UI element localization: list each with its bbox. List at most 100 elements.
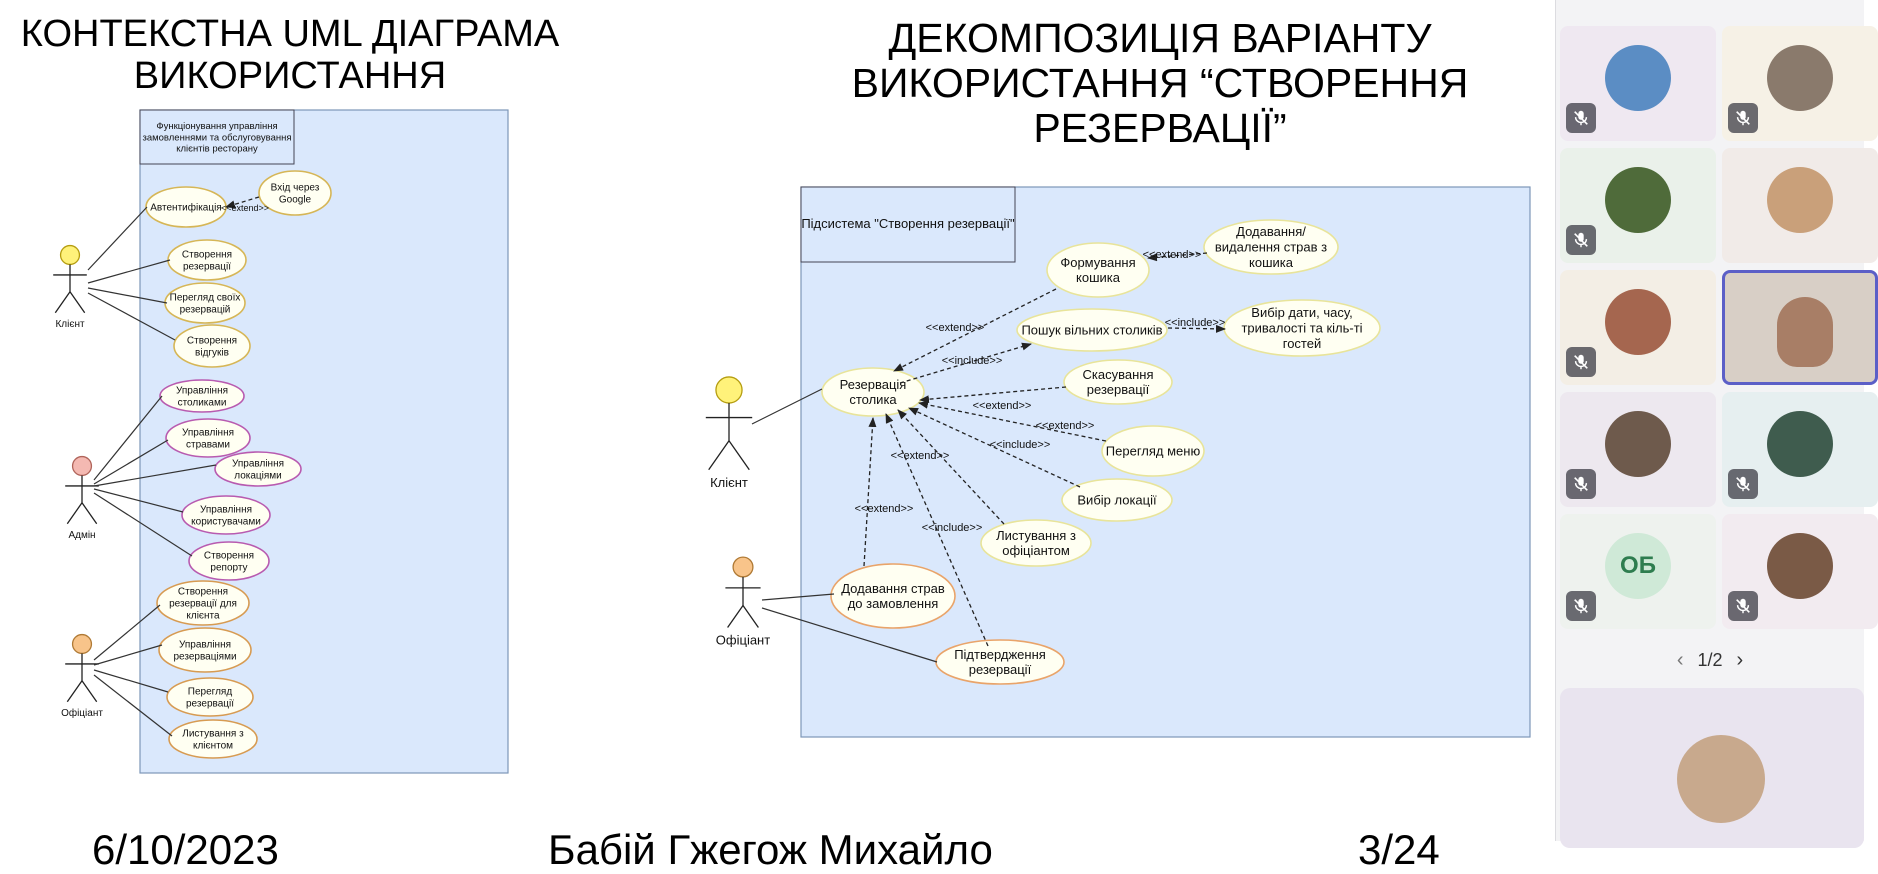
stereotype-label: <<extend>>: [926, 322, 985, 334]
uc-msg-client-text: Листування з: [182, 729, 244, 740]
uc-menu-text: Перегляд меню: [1106, 444, 1201, 459]
uc-users-text: Управління: [200, 505, 252, 516]
participants-panel: ОБ ‹ 1/2 ›: [1555, 0, 1878, 848]
uc-tables-text: Управління: [176, 386, 228, 397]
dependency-arrow: [1147, 252, 1208, 262]
uc-auth-text: Автентифікація: [150, 202, 221, 214]
uc-chat-text: офіціантом: [1002, 543, 1070, 558]
actor-waiter-right: Офіціант: [716, 556, 770, 648]
next-page-button[interactable]: ›: [1736, 648, 1744, 671]
stereotype-label: <<include>>: [922, 522, 983, 534]
uc-create-rev-text: відгуків: [195, 347, 229, 358]
stereotype-label: <<extend>>: [973, 400, 1032, 412]
uc-confirm-text: Підтвердження: [954, 647, 1046, 662]
uc-create-res-text: резервації: [183, 261, 231, 272]
uc-choose-dt-text: Вибір дати, часу,: [1251, 305, 1352, 320]
uc-tables-text: столиками: [178, 397, 227, 408]
uc-locations-text: Управління: [232, 459, 284, 470]
uc-choose-dt: Вибір дати, часу,тривалості та кіль-тіго…: [1223, 299, 1381, 357]
dependency-arrow: [897, 409, 1005, 525]
left-system-title-text: Функціонування управління: [156, 121, 277, 132]
participant-tile[interactable]: [1722, 270, 1878, 385]
participant-tile[interactable]: [1560, 270, 1716, 385]
uc-chat-text: Листування з: [996, 528, 1076, 543]
participant-avatar: [1605, 288, 1671, 355]
uc-booking-text: Резервація: [840, 377, 907, 392]
association-line: [751, 388, 823, 425]
dependency-arrow: [908, 407, 1081, 488]
participant-avatar: [1767, 410, 1833, 477]
participant-tile[interactable]: [1560, 392, 1716, 507]
uc-add-order-text: до замовлення: [848, 596, 939, 611]
uc-msg-client-text: клієнтом: [193, 740, 233, 751]
association-line: [93, 488, 184, 513]
association-line: [87, 206, 148, 271]
dependency-arrow: [863, 417, 877, 567]
actor-waiter-right-label: Офіціант: [716, 633, 770, 648]
uc-view-res2-text: Перегляд: [188, 687, 233, 698]
footer-date: 6/10/2023: [92, 826, 279, 873]
association-line: [93, 492, 193, 557]
right-system-title: Підсистема "Створення резервації": [800, 186, 1016, 263]
participant-avatar: [1605, 410, 1671, 477]
association-line: [87, 292, 176, 341]
uc-google-text: Вхід через: [271, 183, 320, 194]
uc-view-res2-text: резервації: [186, 698, 234, 709]
association-line: [93, 644, 163, 666]
participant-tile[interactable]: [1560, 26, 1716, 141]
participant-avatar: [1605, 44, 1671, 111]
participant-tile[interactable]: [1722, 148, 1878, 263]
actor-client-right: Клієнт: [705, 376, 753, 490]
actor-admin-left-label: Адмін: [68, 530, 95, 541]
left-system-title-text: клієнтів ресторану: [176, 144, 258, 155]
mic-muted-icon: [1566, 469, 1596, 499]
uc-menu: Перегляд меню: [1101, 425, 1205, 477]
page-indicator: 1/2: [1697, 649, 1723, 670]
uc-add-dish-text: кошика: [1249, 255, 1294, 270]
actor-client-left: Клієнт: [53, 244, 87, 330]
actor-waiter-left: Офіціант: [61, 633, 103, 719]
left-system-title-text: замовленнями та обслуговування: [142, 132, 291, 143]
uc-cart-text: Формування: [1060, 255, 1135, 270]
uc-search-text: Пошук вільних столиків: [1021, 323, 1162, 338]
uc-booking-text: столика: [849, 392, 897, 407]
uc-choose-dt-text: тривалості та кіль-ті: [1241, 321, 1362, 336]
uc-users-text: користувачами: [191, 516, 261, 527]
mic-muted-icon: [1566, 347, 1596, 377]
uc-cancel-text: резервації: [1087, 382, 1150, 397]
association-line: [761, 593, 835, 601]
mic-muted-icon: [1728, 469, 1758, 499]
participant-tile[interactable]: [1560, 148, 1716, 263]
mic-muted-icon: [1728, 103, 1758, 133]
uc-manage-res-text: Управління: [179, 640, 231, 651]
dependency-arrow: [918, 400, 1107, 442]
uc-res-for-client-text: резервації для: [169, 599, 237, 610]
self-video-tile[interactable]: [1560, 688, 1864, 848]
stereotype-label: <<include>>: [942, 355, 1003, 367]
uc-view-res-text: резервацій: [180, 304, 231, 315]
right-system-boundary: [800, 186, 1531, 738]
participant-tile[interactable]: [1722, 392, 1878, 507]
prev-page-button[interactable]: ‹: [1676, 648, 1684, 671]
participant-tile[interactable]: [1722, 514, 1878, 629]
uc-res-for-client-text: Створення: [178, 587, 228, 598]
participant-tile[interactable]: [1722, 26, 1878, 141]
mic-muted-icon: [1566, 225, 1596, 255]
uc-add-order-text: Додавання страв: [841, 581, 945, 596]
uc-manage-res-text: резерваціями: [173, 651, 236, 662]
dependency-arrow: [919, 386, 1067, 404]
association-line: [87, 259, 171, 284]
uc-search: Пошук вільних столиків: [1016, 308, 1168, 352]
participant-tile[interactable]: ОБ: [1560, 514, 1716, 629]
uc-locations-text: локаціями: [234, 470, 282, 481]
